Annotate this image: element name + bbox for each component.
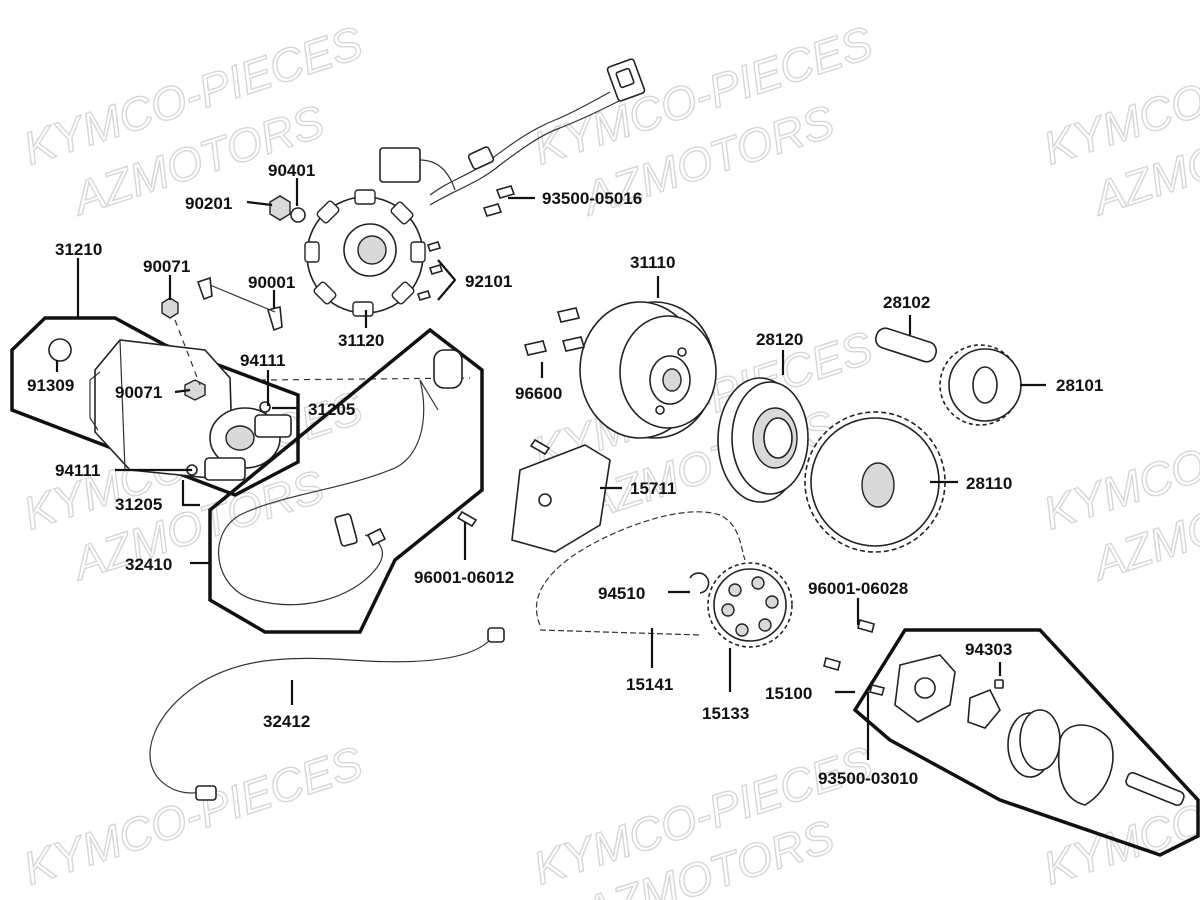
callout-32412: 32412 bbox=[263, 712, 310, 731]
ground-cable bbox=[149, 627, 505, 801]
leader-lines bbox=[55, 178, 1046, 760]
callout-90071: 90071 bbox=[143, 257, 190, 276]
callout-15100: 15100 bbox=[765, 684, 812, 703]
callout-31205: 31205 bbox=[308, 400, 355, 419]
callout-labels: 90401 90201 93500-05016 31210 90071 9000… bbox=[27, 161, 1103, 788]
starter-motor-assembly bbox=[10, 276, 471, 497]
callout-31205: 31205 bbox=[115, 495, 162, 514]
callout-94510: 94510 bbox=[598, 584, 645, 603]
callout-91309: 91309 bbox=[27, 376, 74, 395]
callout-90001: 90001 bbox=[248, 273, 295, 292]
callout-28101: 28101 bbox=[1056, 376, 1103, 395]
callout-90071: 90071 bbox=[115, 383, 162, 402]
callout-32410: 32410 bbox=[125, 555, 172, 574]
oil-pump-assembly bbox=[823, 619, 1200, 857]
callout-92101: 92101 bbox=[465, 272, 512, 291]
callout-90201: 90201 bbox=[185, 194, 232, 213]
callout-28110: 28110 bbox=[966, 474, 1012, 493]
cam-chain-and-sprocket bbox=[535, 511, 793, 648]
callout-93500-05016: 93500-05016 bbox=[542, 189, 642, 208]
callout-96001-06028: 96001-06028 bbox=[808, 579, 908, 598]
callout-94111: 94111 bbox=[55, 461, 100, 480]
callout-90401: 90401 bbox=[268, 161, 315, 180]
chain-cover bbox=[456, 438, 611, 553]
callout-94303: 94303 bbox=[965, 640, 1012, 659]
stator-assembly bbox=[269, 58, 646, 317]
callout-31210: 31210 bbox=[55, 240, 102, 259]
starter-clutch bbox=[717, 377, 809, 503]
starter-cable-assembly bbox=[208, 327, 484, 634]
callout-31120: 31120 bbox=[338, 331, 384, 350]
callout-31110: 31110 bbox=[630, 253, 675, 272]
callout-96600: 96600 bbox=[515, 384, 562, 403]
callout-15141: 15141 bbox=[626, 675, 673, 694]
callout-15133: 15133 bbox=[702, 704, 749, 723]
callout-28102: 28102 bbox=[883, 293, 930, 312]
callout-96001-06012: 96001-06012 bbox=[414, 568, 514, 587]
watermark-text: KYMCO-PIECES bbox=[17, 736, 369, 895]
callout-93500-03010: 93500-03010 bbox=[818, 769, 918, 788]
callout-15711: 15711 bbox=[630, 479, 676, 498]
callout-94111: 94111 bbox=[240, 351, 285, 370]
callout-28120: 28120 bbox=[756, 330, 803, 349]
flywheel-assembly bbox=[523, 301, 717, 439]
